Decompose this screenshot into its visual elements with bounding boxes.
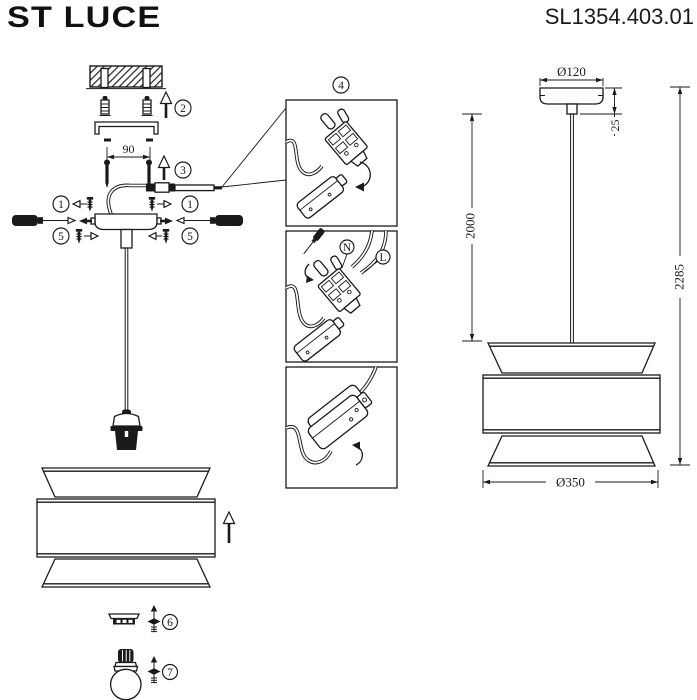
- step-6-number: 6: [167, 617, 173, 629]
- spacing-value: 90: [123, 142, 135, 156]
- lampshade-exploded: [36, 467, 216, 588]
- terminal-block-wiring: [313, 255, 361, 314]
- step-5-badge-right: 5: [181, 227, 199, 245]
- step-5-badge-left: 5: [52, 227, 70, 245]
- dimension-cable-length: 2000: [462, 113, 482, 342]
- screw-in-icon-left: [75, 229, 100, 244]
- step-7-badge: 7: [161, 663, 179, 681]
- step-3-badge: 3: [174, 161, 192, 179]
- step-3-number: 3: [180, 165, 186, 177]
- cover-box-1: [296, 174, 348, 219]
- rotate-arrow-screwdriver: [304, 263, 314, 283]
- step-1-badge-right: 1: [181, 195, 199, 213]
- step-2-number: 2: [180, 103, 186, 115]
- arrow-up-step3: [157, 154, 171, 180]
- unscrew-icon-right: [148, 197, 173, 212]
- detail-box-2: N L: [285, 228, 398, 363]
- step-1-badge-left: 1: [52, 195, 70, 213]
- lamp-socket: [110, 409, 143, 450]
- rotate-arrow-box3: [352, 441, 364, 466]
- anchor-left: [99, 96, 111, 116]
- step-4-number: 4: [338, 80, 344, 92]
- screw-in-icon-step6: [147, 605, 161, 633]
- rotate-arrow-box1: [355, 161, 371, 192]
- step-5-number-left: 5: [58, 231, 64, 243]
- leader-lines: [221, 107, 287, 188]
- step-6-badge: 6: [161, 613, 179, 631]
- screwdriver-right: [175, 215, 243, 226]
- step-1-number-right: 1: [187, 199, 193, 211]
- dimension-total-height: 2285: [670, 86, 690, 466]
- canopy-assembly: [90, 213, 162, 249]
- diffuser: [107, 613, 141, 625]
- step-2-badge: 2: [174, 99, 192, 117]
- screwdriver-left: [12, 215, 77, 226]
- ceiling-mount: [86, 65, 166, 90]
- detail-box-1: [285, 99, 398, 227]
- shade-diameter-value: Ø350: [556, 475, 585, 490]
- mains-wire-connector: [106, 182, 222, 215]
- detail-box-3: [285, 366, 398, 489]
- canopy-diameter-value: Ø120: [557, 64, 586, 79]
- neutral-badge: N: [339, 239, 355, 269]
- slide-arrow-left: [79, 217, 92, 225]
- neutral-label: N: [343, 242, 352, 254]
- detail-screwdriver: [303, 228, 325, 255]
- model-number: SL1354.403.01: [544, 4, 694, 29]
- step-7-number: 7: [167, 667, 173, 679]
- bulb: [109, 649, 142, 700]
- spacing-dimension: 90: [106, 142, 151, 164]
- screw-in-icon-right: [147, 229, 170, 244]
- unscrew-icon-left: [71, 197, 94, 212]
- cable-length-value: 2000: [463, 213, 478, 239]
- dimension-shade-diameter: Ø350: [482, 470, 659, 490]
- cover-box-2: [293, 317, 345, 362]
- screw-in-icon-step7: [147, 656, 161, 684]
- brand-logo: ST LUCE: [7, 1, 162, 34]
- step-4-badge: 4: [332, 76, 350, 94]
- live-badge: L: [363, 249, 391, 273]
- terminal-box-closed: [307, 384, 373, 450]
- wall-anchors: [99, 96, 153, 116]
- screw-left: [104, 159, 110, 188]
- mounting-bracket: [94, 121, 159, 142]
- step-5-number-right: 5: [187, 231, 193, 243]
- arrow-up-step2: [159, 90, 173, 118]
- total-height-value: 2285: [672, 264, 687, 290]
- dimension-canopy-height: 25: [580, 87, 622, 136]
- terminal-block-open: [320, 108, 368, 167]
- pendant-side-view: [482, 87, 661, 467]
- anchor-right: [141, 96, 153, 116]
- step-1-number-left: 1: [58, 199, 64, 211]
- suspension-cable: [124, 248, 129, 411]
- slide-arrow-right: [160, 217, 173, 225]
- dimension-canopy-diameter: Ø120: [539, 64, 604, 86]
- live-label: L: [379, 252, 386, 264]
- canopy-height-value: 25: [608, 120, 622, 132]
- assembly-arrow-shade: [222, 510, 236, 543]
